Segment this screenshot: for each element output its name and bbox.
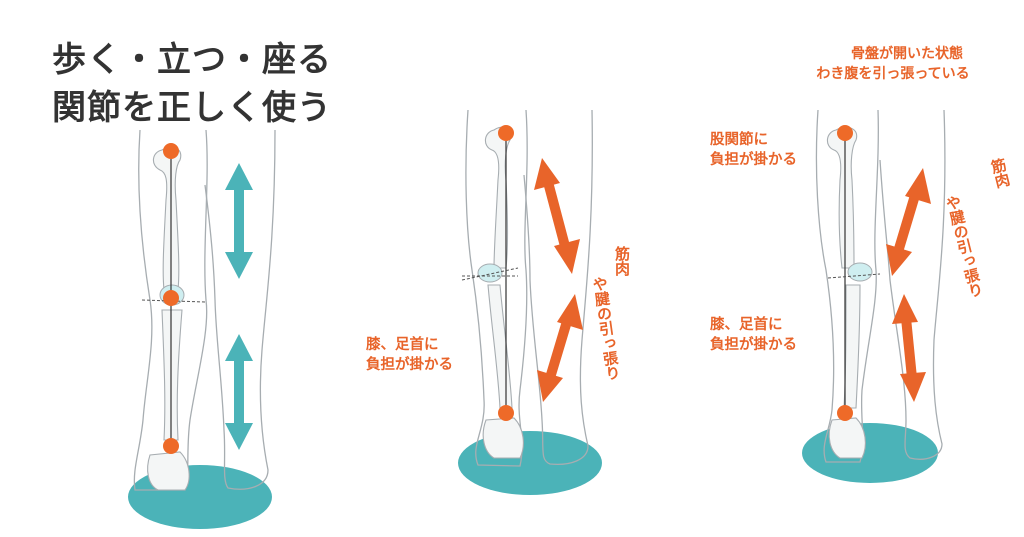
pelvis-open-label: 骨盤が開いた状態 わき腹を引っ張っている <box>780 44 1006 84</box>
panel-2-knee-strain <box>458 109 602 495</box>
label-line-1: 骨盤が開いた状態 <box>851 46 963 62</box>
knee-level-line <box>827 273 881 279</box>
tibia-bone <box>161 309 183 441</box>
knee-ankle-strain-label: 膝、足首に 負担が掛かる <box>710 315 797 355</box>
upper-orange-arrow <box>534 158 580 274</box>
hip-joint-dot <box>837 125 853 141</box>
back-leg-outline <box>879 109 946 460</box>
knee-cap <box>847 262 873 282</box>
floor-shadow <box>458 431 602 495</box>
label-line-2: 負担が掛かる <box>710 152 797 168</box>
femur-bone <box>484 126 512 269</box>
lower-teal-arrow <box>225 334 253 450</box>
femur-bone <box>152 146 182 291</box>
label-line-2: わき腹を引っ張っている <box>816 66 970 82</box>
page-title-line-1: 歩く・立つ・座る <box>52 40 332 80</box>
knee-ankle-strain-label: 膝、足首に 負担が掛かる <box>366 335 453 375</box>
lower-orange-arrow <box>892 294 926 402</box>
foot-bones <box>828 417 866 459</box>
knee-cap <box>477 263 503 283</box>
floor-shadow <box>802 423 938 483</box>
upper-orange-arrow <box>886 168 931 276</box>
label-line-2: 負担が掛かる <box>710 337 797 353</box>
label-line-2: 負担が掛かる <box>366 357 453 373</box>
muscle-tendon-pull-label-col1: 筋肉 <box>613 246 631 276</box>
lower-orange-arrow <box>537 294 583 402</box>
page-title-line-2: 関節を正しく使う <box>52 88 332 128</box>
ankle-joint-dot <box>498 405 514 421</box>
tibia-bone <box>487 284 513 409</box>
label-line-1: 股関節に <box>710 132 768 148</box>
hip-joint-dot <box>498 125 514 141</box>
back-leg-outline <box>523 109 593 466</box>
knee-level-line <box>461 267 519 281</box>
foot-bones <box>147 451 190 491</box>
label-line-1: 膝、足首に <box>710 317 783 333</box>
front-leg-outline <box>815 109 879 463</box>
back-leg-outline <box>204 129 276 490</box>
femur-bone <box>826 126 858 269</box>
label-line-1: 膝、足首に <box>366 337 439 353</box>
hip-joint-strain-label: 股関節に 負担が掛かる <box>710 130 797 170</box>
front-leg-outline <box>465 109 528 467</box>
panel-1-correct-posture <box>128 129 276 529</box>
upper-teal-arrow <box>225 163 253 279</box>
knee-joint-dot <box>163 290 179 306</box>
panel-3-hip-strain <box>802 109 946 483</box>
tibia-bone <box>843 284 861 409</box>
foot-bones <box>482 417 524 459</box>
ankle-joint-dot <box>837 405 853 421</box>
ankle-joint-dot <box>163 438 179 454</box>
hip-joint-dot <box>163 143 179 159</box>
